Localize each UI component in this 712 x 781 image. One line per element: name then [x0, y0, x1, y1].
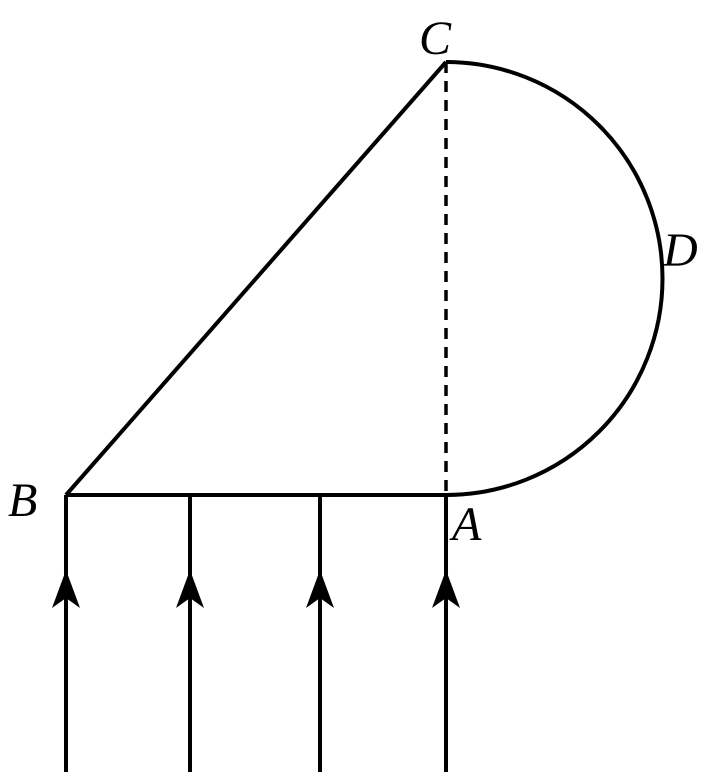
ray-4-arrowhead: [432, 570, 460, 608]
incident-rays: [52, 495, 460, 772]
arc-cda: [445, 60, 665, 497]
ray-2-arrowhead: [176, 570, 204, 608]
ray-3-arrowhead: [306, 570, 334, 608]
label-d: D: [662, 224, 698, 277]
edge-bc: [64, 60, 448, 497]
ray-1-arrowhead: [52, 570, 80, 608]
label-a: A: [449, 498, 482, 551]
label-b: B: [8, 474, 37, 527]
label-c: C: [419, 12, 452, 65]
